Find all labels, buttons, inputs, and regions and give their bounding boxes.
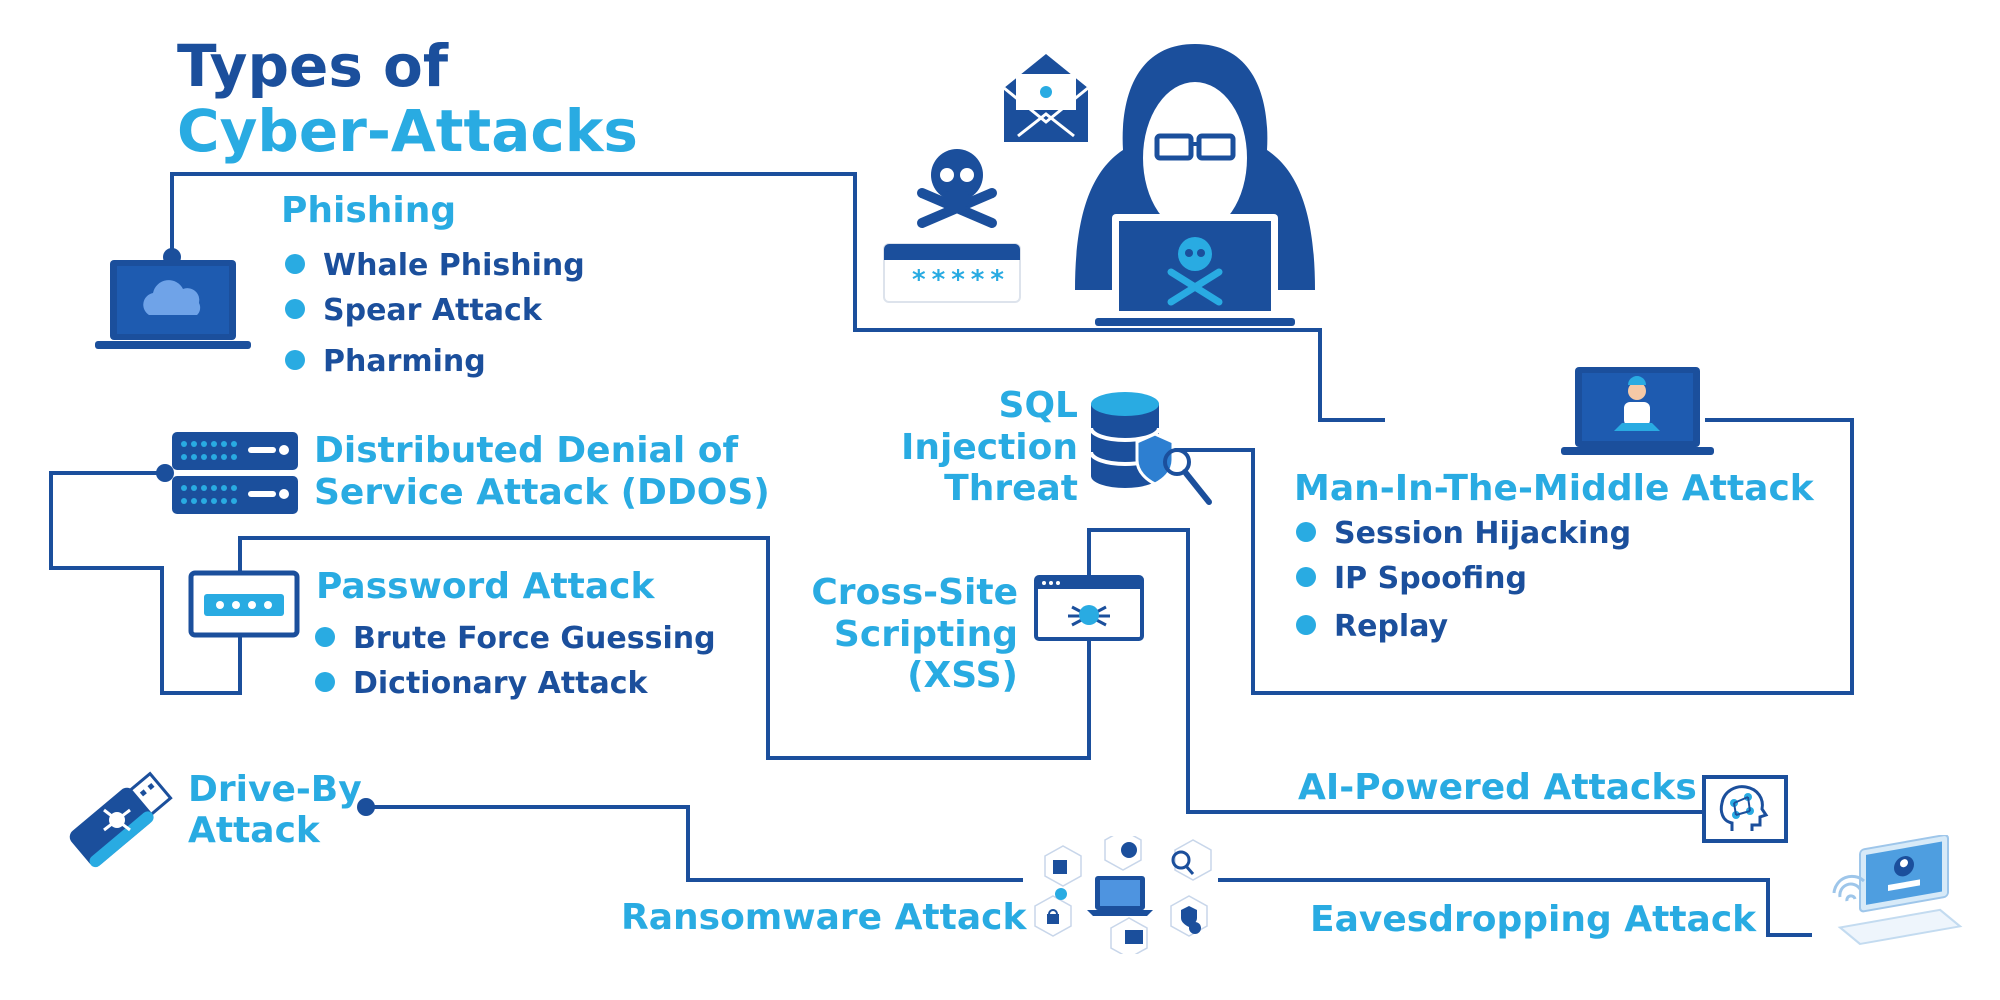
- driveby-heading-line-1: Drive-By: [188, 769, 362, 810]
- laptop-user-icon: [1560, 365, 1715, 457]
- ai-head-icon: [1702, 775, 1788, 843]
- mitm-item-replay: Replay: [1296, 609, 1448, 644]
- envelope-bug-icon: [1002, 52, 1090, 144]
- password-heading: Password Attack: [316, 566, 655, 607]
- xss-line-3: (XSS): [907, 655, 1018, 696]
- title-line-2: Cyber-Attacks: [177, 97, 638, 165]
- ransomware-network-icon: [1025, 829, 1217, 959]
- driveby-heading-line-2: Attack: [188, 810, 320, 851]
- hooded-hacker-icon: [1065, 40, 1325, 330]
- sql-line-2: Injection: [900, 427, 1078, 468]
- xss-line-2: Scripting: [833, 614, 1018, 655]
- server-icon: [170, 430, 300, 518]
- phishing-item-whale: Whale Phishing: [285, 248, 585, 283]
- xss-line-1: Cross-Site: [811, 572, 1018, 613]
- phishing-heading: Phishing: [281, 190, 457, 231]
- password-mask-text: *****: [912, 265, 1010, 295]
- browser-bug-icon: [1034, 575, 1144, 641]
- title-line-1: Types of: [177, 32, 449, 100]
- ai-heading: AI-Powered Attacks: [1298, 767, 1697, 808]
- password-field-icon: [883, 243, 1021, 303]
- mitm-item-ip-spoofing: IP Spoofing: [1296, 561, 1527, 596]
- database-shield-icon: [1085, 390, 1215, 515]
- phishing-item-pharming: Pharming: [285, 344, 486, 379]
- mitm-item-session-hijacking: Session Hijacking: [1296, 516, 1631, 551]
- ddos-heading-line-1: Distributed Denial of: [314, 430, 739, 471]
- sql-line-1: SQL: [998, 385, 1078, 426]
- eavesdropping-heading: Eavesdropping Attack: [1310, 899, 1757, 940]
- ddos-heading-line-2: Service Attack (DDOS): [314, 472, 770, 513]
- mitm-heading: Man-In-The-Middle Attack: [1294, 468, 1814, 509]
- phishing-item-spear: Spear Attack: [285, 293, 542, 328]
- password-box-icon: [188, 570, 300, 638]
- ransomware-heading: Ransomware Attack: [621, 897, 1027, 938]
- usb-drive-icon: [62, 762, 182, 874]
- laptop-fingerprint-icon: [1820, 834, 1970, 970]
- sql-line-3: Threat: [944, 468, 1078, 509]
- password-item-brute-force: Brute Force Guessing: [315, 621, 716, 656]
- skull-crossbones-icon: [912, 145, 1002, 230]
- laptop-cloud-icon: [93, 257, 253, 352]
- password-item-dictionary: Dictionary Attack: [315, 666, 647, 701]
